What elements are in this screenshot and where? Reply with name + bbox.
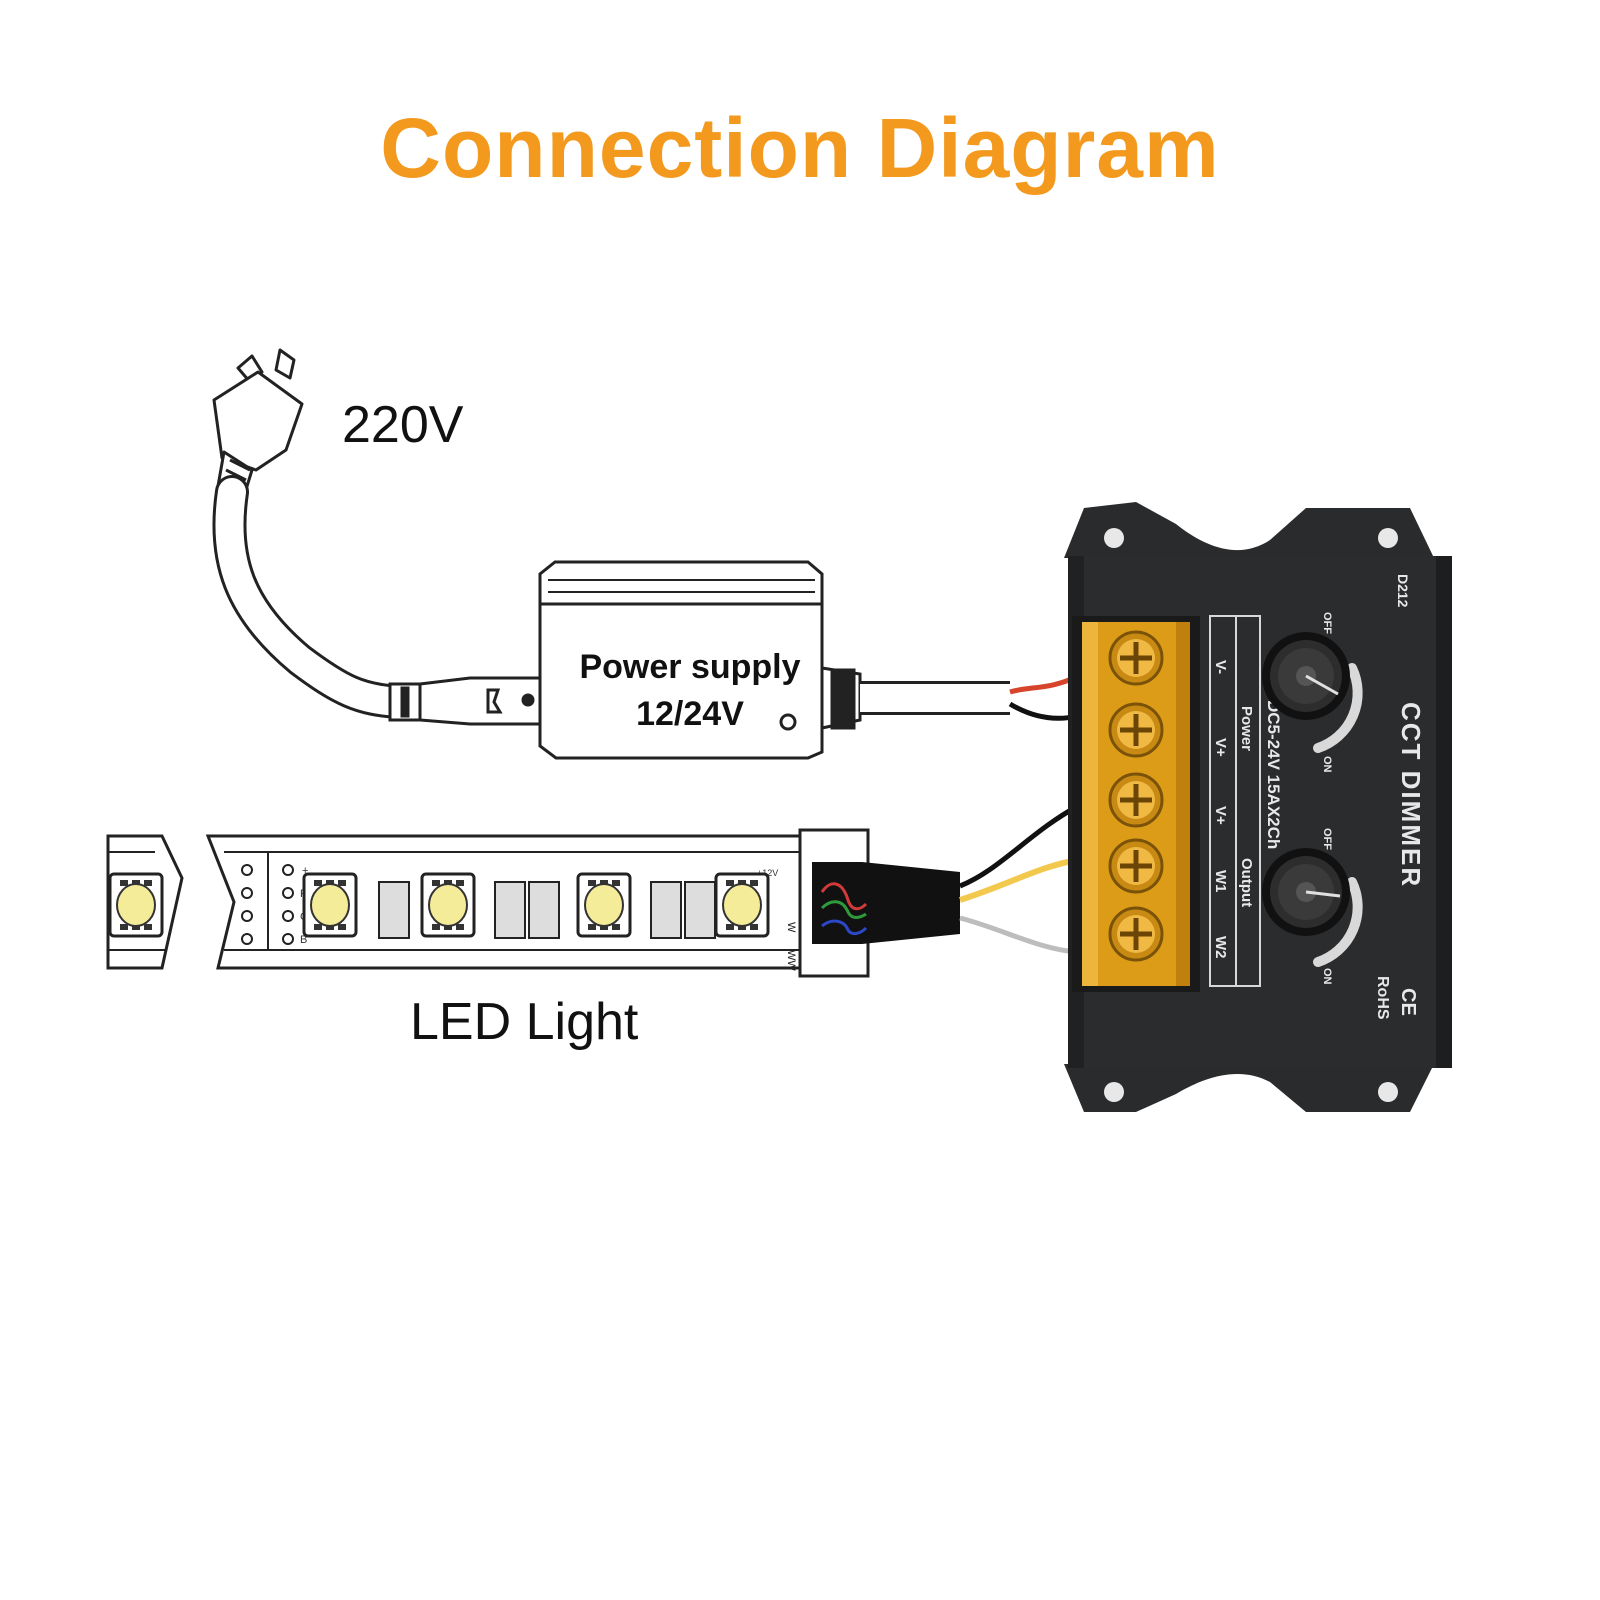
led-chip (576, 872, 632, 938)
connector-label-w: W (785, 922, 797, 933)
plug-icon (212, 348, 304, 498)
connector-label-ww: WW (785, 950, 797, 971)
ce-mark: CE (1397, 988, 1419, 1016)
strip-connector: W WW (785, 828, 960, 978)
dimmer-model-text: D212 (1395, 574, 1411, 608)
terminal-label-w2: W2 (1212, 936, 1229, 959)
pad-label-plus: + (302, 865, 308, 877)
power-wire-red (1009, 673, 1080, 695)
knob2-on-label: ON (1321, 968, 1333, 985)
knob-1[interactable] (1262, 632, 1363, 753)
terminal-screw[interactable] (1108, 702, 1164, 758)
dimmer-name-text: CCT DIMMER (1396, 702, 1426, 888)
psu-output-connector (820, 666, 862, 730)
mains-voltage-label: 220V (342, 396, 464, 454)
terminal-screw[interactable] (1108, 838, 1164, 894)
led-light-label: LED Light (410, 993, 639, 1051)
terminal-label-v-plus-1: V+ (1212, 738, 1229, 757)
knob-2[interactable] (1262, 848, 1363, 967)
terminal-labels: Power Output V- V+ V+ W1 W2 DC5-24V 15AX… (1212, 574, 1426, 1020)
output-wire-black (959, 803, 1080, 889)
psu-input-connector (388, 676, 542, 726)
terminal-label-power: Power (1238, 706, 1255, 751)
page-title: Connection Diagram (380, 101, 1220, 195)
terminal-screw[interactable] (1108, 772, 1164, 828)
psu-label-line2: 12/24V (636, 695, 744, 733)
led-chip (302, 872, 358, 938)
led-chip (714, 872, 770, 938)
led-chips (108, 872, 770, 938)
led-chip (108, 872, 164, 938)
led-chip (420, 872, 476, 938)
power-supply (538, 560, 824, 760)
output-wire-yellow (959, 857, 1079, 903)
dimmer-spec-text: DC5-24V 15AX2Ch (1264, 700, 1283, 849)
terminal-label-w1: W1 (1212, 870, 1229, 893)
output-wire-white (959, 915, 1079, 955)
power-wire-black (1008, 701, 1079, 721)
strip-label-12v: +12V (757, 868, 778, 878)
knob1-off-label: OFF (1321, 612, 1333, 634)
psu-label-line1: Power supply (579, 648, 800, 686)
knob2-off-label: OFF (1321, 828, 1333, 850)
terminal-label-output: Output (1238, 858, 1255, 907)
pad-label-b: B (300, 934, 307, 946)
terminal-screw[interactable] (1108, 630, 1164, 686)
knob1-on-label: ON (1321, 756, 1333, 773)
terminal-screws (1108, 630, 1164, 962)
rohs-mark: RoHS (1374, 976, 1391, 1020)
terminal-label-v-minus: V- (1212, 660, 1229, 674)
terminal-screw[interactable] (1108, 906, 1164, 962)
terminal-label-v-plus-2: V+ (1212, 806, 1229, 825)
